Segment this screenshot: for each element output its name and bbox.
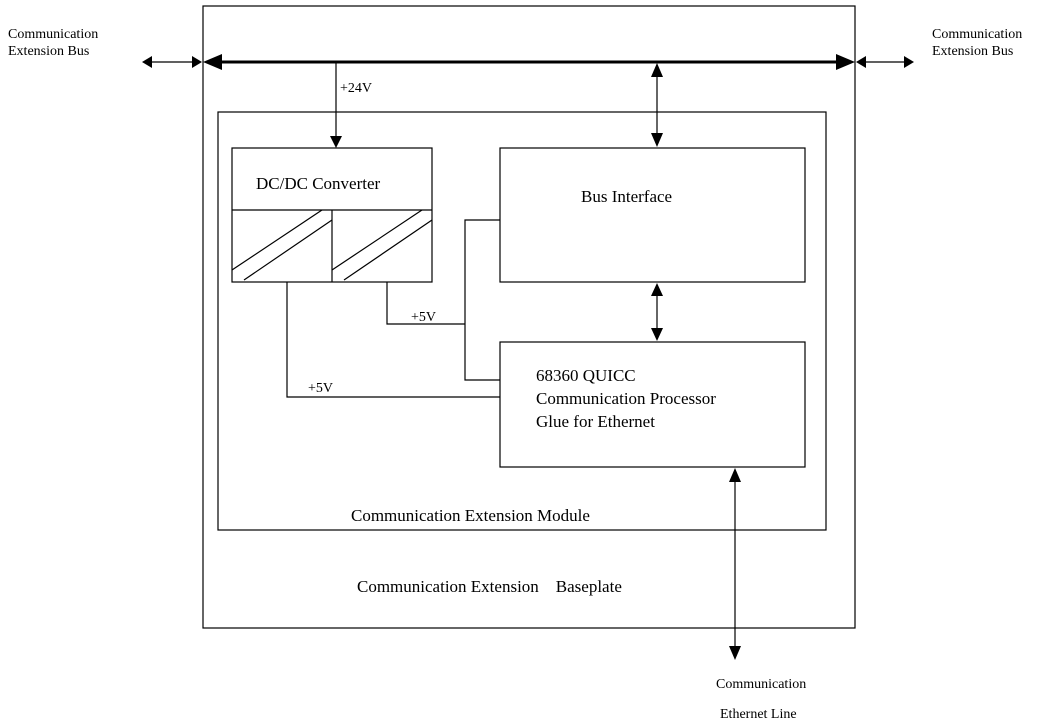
ethernet-label-line1: Communication [716, 677, 807, 692]
bus-interface-label: Bus Interface [581, 187, 673, 206]
bus-interface-box [499, 147, 806, 283]
interface-processor-arrow-down [651, 328, 663, 341]
ethernet-arrow-down [729, 646, 741, 660]
dcdc-hatching [232, 210, 432, 281]
right-connector-arrow-out [904, 56, 914, 68]
left-bus-label-line2: Extension Bus [8, 44, 90, 59]
left-connector-arrow-out [142, 56, 152, 68]
v24-arrow [330, 136, 342, 148]
v5-upper-trunk [464, 219, 500, 381]
interface-processor-arrow-up [651, 283, 663, 296]
right-bus-label-line2: Extension Bus [932, 44, 1014, 59]
bus-interface-link-arrow-down [651, 133, 663, 147]
baseplate-box [202, 5, 856, 629]
module-box [217, 111, 827, 531]
right-bus-label-line1: Communication [932, 27, 1023, 42]
v5-lower-label: +5V [308, 381, 334, 396]
v5-lower-wire [286, 282, 500, 398]
left-connector-arrow-in [192, 56, 202, 68]
processor-label-line1: 68360 QUICC [536, 366, 636, 385]
v24-label: +24V [340, 81, 373, 96]
left-bus-label-line1: Communication [8, 27, 99, 42]
right-connector-arrow-in [856, 56, 866, 68]
baseplate-label: Communication Extension Baseplate [357, 577, 622, 596]
bus-interface-link-arrow-up [651, 63, 663, 77]
processor-label-line2: Communication Processor [536, 389, 716, 408]
processor-box [499, 341, 806, 468]
dcdc-label: DC/DC Converter [256, 174, 381, 193]
bus-arrow-left [203, 54, 222, 70]
v5-upper-label: +5V [411, 310, 437, 325]
module-label: Communication Extension Module [351, 506, 590, 525]
ethernet-label-line2: Ethernet Line [720, 707, 797, 722]
processor-label-line3: Glue for Ethernet [536, 412, 655, 431]
ethernet-arrow-up [729, 468, 741, 482]
v5-upper-wire [386, 282, 465, 325]
bus-arrow-right [836, 54, 855, 70]
